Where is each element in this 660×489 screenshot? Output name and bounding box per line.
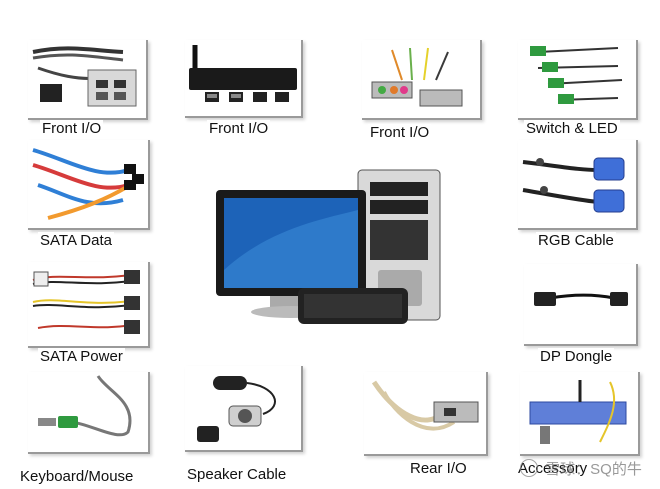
front-io-cable-photo — [28, 40, 148, 120]
tile-label: Switch & LED — [524, 120, 620, 137]
tile-label: SATA Data — [38, 232, 114, 249]
front-io-cable-photo — [362, 40, 482, 120]
tile-label: Front I/O — [40, 120, 104, 137]
dp-dongle-photo — [524, 264, 638, 346]
tile-label: Keyboard/Mouse — [18, 468, 136, 485]
tile-label: Front I/O — [207, 120, 271, 137]
tile-label: Speaker Cable — [185, 466, 289, 483]
speaker-cable-photo — [185, 366, 303, 452]
accessory-bracket-photo — [520, 372, 640, 456]
tile-label: Front I/O — [368, 124, 432, 141]
switch-led-cable-photo — [518, 40, 638, 120]
sata-power-cable-photo — [28, 262, 150, 348]
tile-label: RGB Cable — [536, 232, 616, 249]
rear-io-cable-photo — [364, 372, 488, 456]
keyboard-mouse-cable-photo — [28, 372, 150, 454]
tile-label: DP Dongle — [538, 348, 615, 365]
desktop-computer-photo — [208, 160, 458, 340]
watermark: 雪球：SQ的牛 — [520, 458, 642, 479]
tile-label: SATA Power — [38, 348, 125, 365]
watermark-logo-icon — [520, 459, 538, 477]
front-io-cable-photo — [185, 40, 303, 118]
watermark-text: 雪球：SQ的牛 — [545, 461, 642, 478]
sata-data-cable-photo — [28, 140, 150, 230]
rgb-cable-photo — [518, 140, 638, 230]
tile-label: Rear I/O — [408, 460, 469, 477]
